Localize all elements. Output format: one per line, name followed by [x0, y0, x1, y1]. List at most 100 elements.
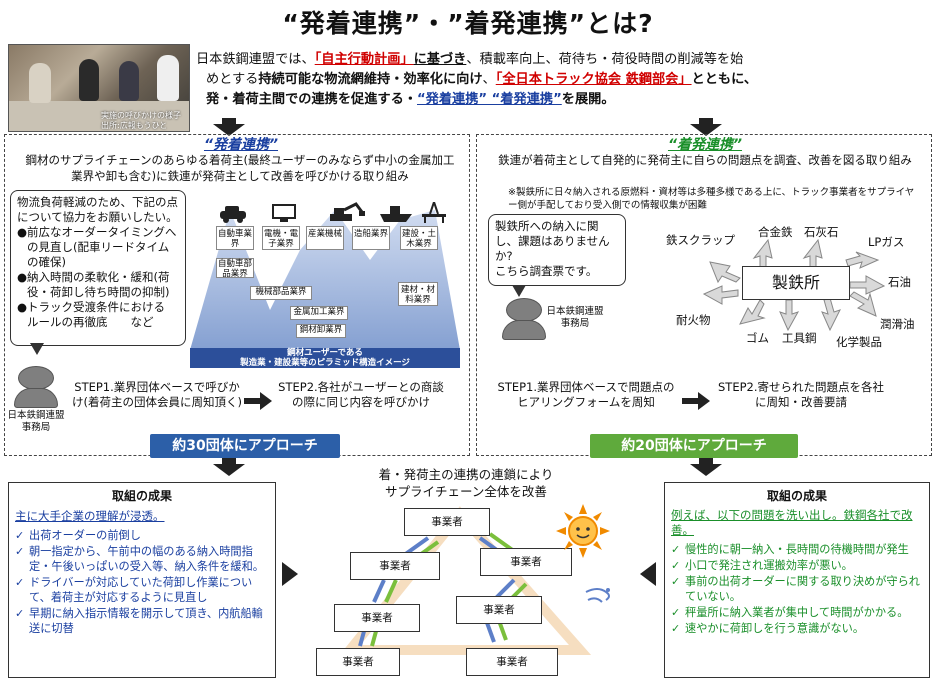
- intro-l3c: を展開。: [561, 92, 615, 107]
- meeting-photo: 実施の呼びかけの様子 出所:広報もうひと: [8, 44, 190, 132]
- industry-box: 自動車業界: [216, 226, 254, 250]
- material-label: 石油: [888, 275, 911, 289]
- business-box: 事業者: [316, 648, 400, 676]
- arrow-down-right-top: [690, 118, 722, 136]
- left-step1: STEP1.業界団体ベースで呼びかけ(着荷主の団体会員に周知頂く): [72, 380, 242, 409]
- arrow-down-right: [690, 458, 722, 476]
- page-title: “発着連携”・”着発連携”とは?: [282, 9, 654, 38]
- result-item: 慢性的に朝一納入・長時間の待機時間が発生: [671, 542, 923, 557]
- intro-l1a: 日本鉄鋼連盟では、: [196, 52, 315, 67]
- oil-rig-icon: [422, 202, 446, 223]
- result-item: ドライバーが対応していた荷卸し作業について、着荷主が対応するように見直し: [15, 575, 269, 605]
- left-org-label: 日本鉄鋼連盟 事務局: [7, 410, 65, 433]
- business-box: 事業者: [334, 604, 420, 632]
- result-item: 出荷オーダーの前倒し: [15, 528, 269, 543]
- industry-box: 産業機械: [306, 226, 344, 250]
- results-left-title: 取組の成果: [111, 489, 172, 503]
- right-speech-bubble: 製鉄所への納入に関し、課題はありませんか? こちら調査票です。: [488, 214, 626, 286]
- industry-icons: [220, 202, 446, 223]
- right-banner: 約20団体にアプローチ: [590, 434, 798, 458]
- left-bubble-item: ルールの再徹底 など: [27, 315, 154, 329]
- bubble-tail: [30, 343, 44, 355]
- intro-l3a: 発・着荷主間での連携を促進する・: [206, 92, 417, 107]
- right-step2: STEP2.寄せられた問題点を各社に周知・改善要請: [718, 380, 884, 409]
- excavator-icon: [330, 202, 365, 221]
- right-note: ※製鉄所に日々納入される原燃料・資材等は多種多様である上に、トラック事業者をサプ…: [508, 187, 915, 211]
- chain-label: 着・発荷主の連携の連鎖により サプライチェーン全体を改善: [340, 466, 592, 500]
- pyramid-diagram: [190, 210, 460, 368]
- person-icon: [502, 298, 546, 340]
- business-box: 事業者: [466, 648, 558, 676]
- business-box: 事業者: [456, 596, 542, 624]
- results-left-lead: 主に大手企業の理解が浸透。: [15, 509, 165, 523]
- left-bubble-item-text: 納入時間の柔軟化・緩和(荷役・荷卸し待ち時間の抑制): [27, 270, 170, 299]
- results-right-title: 取組の成果: [766, 489, 827, 503]
- industry-box: 機械部品業界: [250, 286, 312, 300]
- industry-box: 電機・電子業界: [262, 226, 300, 250]
- result-item: 早期に納入指示情報を開示して頂き、内航船輸送に切替: [15, 606, 269, 636]
- material-label: LPガス: [868, 235, 905, 249]
- pyramid-label-1: 鋼材ユーザーである: [287, 348, 363, 358]
- business-box: 事業者: [404, 508, 490, 536]
- material-label: ゴム: [746, 331, 769, 345]
- left-bubble-item-text: 前広なオーダータイミングへの見直し(配車リードタイムの確保): [27, 225, 177, 269]
- industry-box: 鋼材卸業界: [296, 324, 346, 338]
- material-label: 鉄スクラップ: [666, 233, 735, 247]
- industry-box: 金属加工業界: [290, 306, 348, 320]
- right-step1: STEP1.業界団体ベースで問題点のヒアリングフォームを周知: [497, 380, 675, 409]
- left-header: “発着連携”: [203, 137, 279, 153]
- intro-l2b: 持続可能な物流網維持・効率化に向け: [258, 72, 483, 87]
- person-icon: [14, 366, 58, 408]
- material-label: 潤滑油: [880, 317, 915, 331]
- right-arrow-icon: [682, 392, 710, 410]
- ship-icon: [380, 206, 412, 222]
- intro-l2a: めとする: [206, 72, 259, 87]
- intro-l2e: とともに、: [691, 72, 758, 87]
- result-item: 速やかに荷卸しを行う意識がない。: [671, 621, 923, 636]
- results-right: 取組の成果 例えば、以下の問題を洗い出し。鉄鋼各社で改善。 慢性的に朝一納入・長…: [664, 482, 930, 678]
- steel-mill-box: 製鉄所: [742, 266, 850, 300]
- intro-l3b: “発着連携” “着発連携”: [417, 92, 562, 107]
- wind-icon: [585, 588, 610, 603]
- material-label: 耐火物: [676, 313, 711, 327]
- result-item: 小口で発注され運搬効率が悪い。: [671, 558, 923, 573]
- intro-l1c: に基づき: [413, 52, 467, 67]
- right-arrow-icon: [244, 392, 272, 410]
- result-item: 事前の出荷オーダーに関する取り決めが守られていない。: [671, 574, 923, 604]
- results-right-lead: 例えば、以下の問題を洗い出し。鉄鋼各社で改善。: [671, 508, 913, 537]
- left-speech-bubble: 物流負荷軽減のため、下記の点について協力をお願いしたい。 ●前広なオーダータイミ…: [10, 190, 186, 346]
- pyramid-label: 鋼材ユーザーである 製造業・建設業等のピラミッド構造イメージ: [190, 348, 460, 368]
- left-bubble-item: ●トラック受渡条件における: [17, 300, 165, 314]
- chain-label-1: 着・発荷主の連携の連鎖により: [378, 467, 554, 482]
- business-box: 事業者: [350, 552, 440, 580]
- result-item: 秤量所に納入業者が集中して時間がかかる。: [671, 605, 923, 620]
- industry-box: 建材・材料業界: [398, 282, 438, 306]
- material-label: 化学製品: [836, 335, 882, 349]
- intro-l1d: 、積載率向上、荷待ち・荷役時間の削減等を始: [466, 52, 744, 67]
- arrow-right-icon: [282, 562, 298, 586]
- chain-label-2: サプライチェーン全体を改善: [385, 484, 547, 499]
- tv-icon: [272, 204, 296, 222]
- pyramid-label-2: 製造業・建設業等のピラミッド構造イメージ: [240, 358, 410, 368]
- left-bubble-item-text: トラック受渡条件における: [27, 300, 165, 314]
- industry-box: 自動車部品業界: [216, 258, 254, 279]
- intro-plan: 「自主行動計画」: [314, 52, 414, 67]
- intro-jta: 「全日本トラック協会 鉄鋼部会」: [495, 72, 692, 87]
- right-header: “着発連携”: [667, 137, 743, 153]
- left-bubble-intro: 物流負荷軽減のため、下記の点について協力をお願いしたい。: [17, 195, 178, 224]
- arrow-left-icon: [640, 562, 656, 586]
- sun-icon: [556, 504, 610, 558]
- industry-box: 造船業界: [352, 226, 390, 250]
- arrow-down-left-top: [213, 118, 245, 136]
- intro-l2c: 、: [482, 72, 496, 87]
- intro-text: 日本鉄鋼連盟では、「自主行動計画」に基づき、積載率向上、荷待ち・荷役時間の削減等…: [196, 50, 926, 110]
- hub-arrows: [702, 238, 886, 332]
- right-desc: 鉄連が着荷主として自発的に発荷主に自らの問題点を調査、改善を図る取り組み: [498, 153, 912, 167]
- results-left: 取組の成果 主に大手企業の理解が浸透。 出荷オーダーの前倒し 朝一指定から、午前…: [8, 482, 276, 678]
- material-label: 工具鋼: [782, 331, 817, 345]
- left-desc: 鋼材のサプライチェーンのあらゆる着荷主(最終ユーザーのみならず中小の金属加工業界…: [25, 153, 455, 183]
- left-step2: STEP2.各社がユーザーとの商談の際に同じ内容を呼びかけ: [278, 380, 444, 409]
- material-label: 合金鉄: [758, 225, 793, 239]
- material-label: 石灰石: [804, 225, 839, 239]
- result-item: 朝一指定から、午前中の幅のある納入時間指定・午後いっぱいの受入等、納入条件を緩和…: [15, 544, 269, 574]
